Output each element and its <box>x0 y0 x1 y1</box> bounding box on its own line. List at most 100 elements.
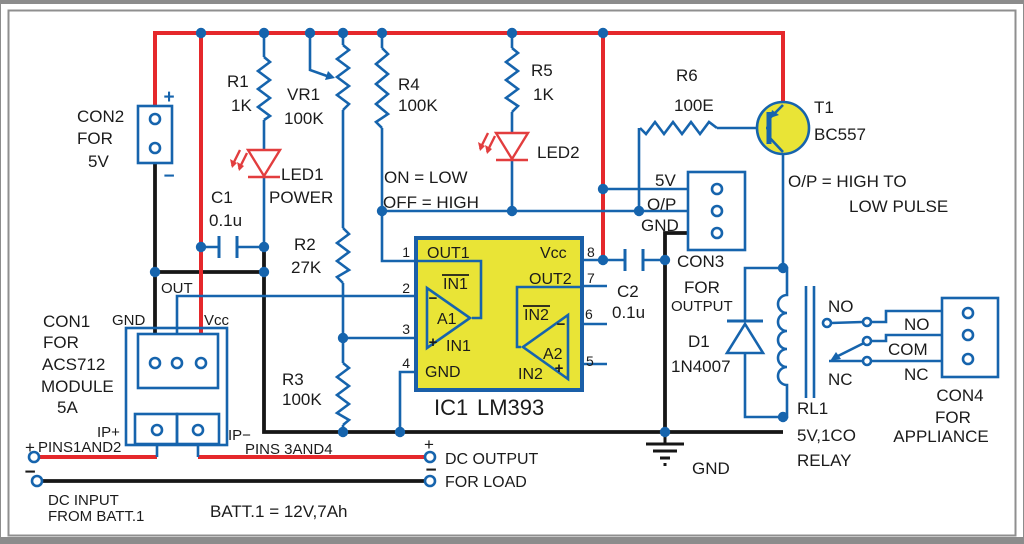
rl1-contacts <box>821 309 942 367</box>
con1-ipm-box <box>175 412 221 446</box>
r5-ref: R5 <box>531 61 553 80</box>
note-on-low: ON = LOW <box>384 168 468 187</box>
con3-pin-5v <box>710 182 724 196</box>
transistor-t1 <box>755 100 811 156</box>
con3-gnd: GND <box>641 216 679 235</box>
con3-l2: FOR <box>684 278 720 297</box>
ic1-pin2: 2 <box>402 280 410 296</box>
ic1-out2-link <box>515 285 580 349</box>
con3-5v: 5V <box>655 171 676 190</box>
resistor-r6-symbol <box>639 119 718 137</box>
r1-ref: R1 <box>227 72 249 91</box>
resistor-r6 <box>639 119 718 137</box>
dcin-minus: − <box>24 462 35 483</box>
con1-acs712 <box>124 326 229 447</box>
components <box>27 44 1000 488</box>
ic1-pin7: 7 <box>587 270 595 286</box>
c1-ref: C1 <box>211 188 233 207</box>
con2-minus: − <box>163 166 174 187</box>
con1-l3: ACS712 <box>42 355 105 374</box>
pins12-note: PINS1AND2 <box>38 439 121 456</box>
con1-pin-ipp <box>150 423 164 437</box>
c2-val: 0.1u <box>612 303 645 322</box>
resistor-r3 <box>334 362 352 426</box>
vr1-wiper-arrow <box>325 71 335 80</box>
pins34-note: PINS 3AND4 <box>245 441 333 458</box>
ic1-in2: IN2 <box>518 366 543 383</box>
con3-ref: CON3 <box>677 252 724 271</box>
resistor-r1-symbol <box>255 56 273 122</box>
led1-arrowhead1 <box>237 162 244 171</box>
con2-ref: CON2 <box>77 107 124 126</box>
a2-minus: − <box>557 316 566 333</box>
con4-ref: CON4 <box>936 386 983 405</box>
dcin-l1: DC INPUT <box>48 492 119 509</box>
con1-pin-gnd <box>148 356 162 370</box>
rl1-armature-arrow <box>830 352 841 361</box>
con1-out: OUT <box>161 280 193 297</box>
resistor-r1 <box>255 56 273 122</box>
t1-ref: T1 <box>814 98 834 117</box>
ic1-a2-triangle <box>520 312 570 382</box>
capacitor-c1 <box>217 236 239 258</box>
d1-triangle <box>724 321 766 355</box>
con3-op: O/P <box>647 195 676 214</box>
rl1-core <box>804 286 816 398</box>
relay-rl1 <box>776 266 942 419</box>
resistor-r3-symbol <box>334 362 352 426</box>
r4-ref: R4 <box>398 75 420 94</box>
con2-body <box>136 104 174 165</box>
resistor-r2-symbol <box>334 227 352 284</box>
r2-ref: R2 <box>294 235 316 254</box>
wire-con3-gnd <box>663 231 688 432</box>
t1-val: BC557 <box>814 125 866 144</box>
resistor-r5 <box>503 47 521 113</box>
dcout-plus: + <box>424 435 434 454</box>
junction-dots <box>149 27 789 438</box>
dcin-l2: FROM BATT.1 <box>48 508 144 525</box>
t1-body <box>755 100 811 156</box>
led1-cap: POWER <box>269 188 333 207</box>
potentiometer-vr1 <box>325 44 352 111</box>
wire-out-to-pin2 <box>175 294 427 334</box>
con1-ipp: IP+ <box>97 424 120 441</box>
r1-val: 1K <box>231 96 252 115</box>
ic1-lm393 <box>414 236 584 392</box>
dcout-plus-terminal <box>423 450 437 464</box>
con4-com: COM <box>888 340 928 359</box>
rl1-no-wire <box>871 309 942 324</box>
ic1-a1-triangle <box>425 285 473 351</box>
con3-pin-gnd <box>710 226 724 240</box>
con1-pin-out <box>170 356 184 370</box>
a1-plus: + <box>429 334 438 351</box>
dcin-minus-terminal <box>30 474 44 488</box>
ic1-pin5: 5 <box>586 353 594 369</box>
con1-header <box>136 332 220 390</box>
r6-ref: R6 <box>676 66 698 85</box>
r5-val: 1K <box>533 85 554 104</box>
ic1-in1bar: IN1 <box>443 276 468 293</box>
ground-wiring <box>42 163 783 483</box>
c2-ref: C2 <box>617 282 639 301</box>
r4-val: 100K <box>398 96 438 115</box>
con3-body <box>686 170 747 252</box>
con1-l4: MODULE <box>41 377 114 396</box>
ic1-gnd: GND <box>425 364 461 381</box>
ic1-body <box>414 236 584 392</box>
con1-l5: 5A <box>57 398 78 417</box>
ic1-pin4: 4 <box>402 355 410 371</box>
con4-no: NO <box>904 315 930 334</box>
con3-pin-op <box>710 204 724 218</box>
wire-ic-pin4 <box>398 370 416 432</box>
a1-minus: − <box>429 290 438 307</box>
led1-symbol <box>230 148 283 179</box>
rl1-ref: RL1 <box>797 399 828 418</box>
ic1-ref: IC1 <box>434 395 468 420</box>
r2-val: 27K <box>291 258 322 277</box>
labels: CON2 FOR 5V + − R1 1K VR1 100K R2 27K R3… <box>24 61 988 525</box>
resistor-r4 <box>373 47 391 129</box>
con1-ipm: IP− <box>228 427 251 444</box>
ic1-a1: A1 <box>437 311 457 328</box>
wire-vr1-wiper <box>308 33 328 78</box>
